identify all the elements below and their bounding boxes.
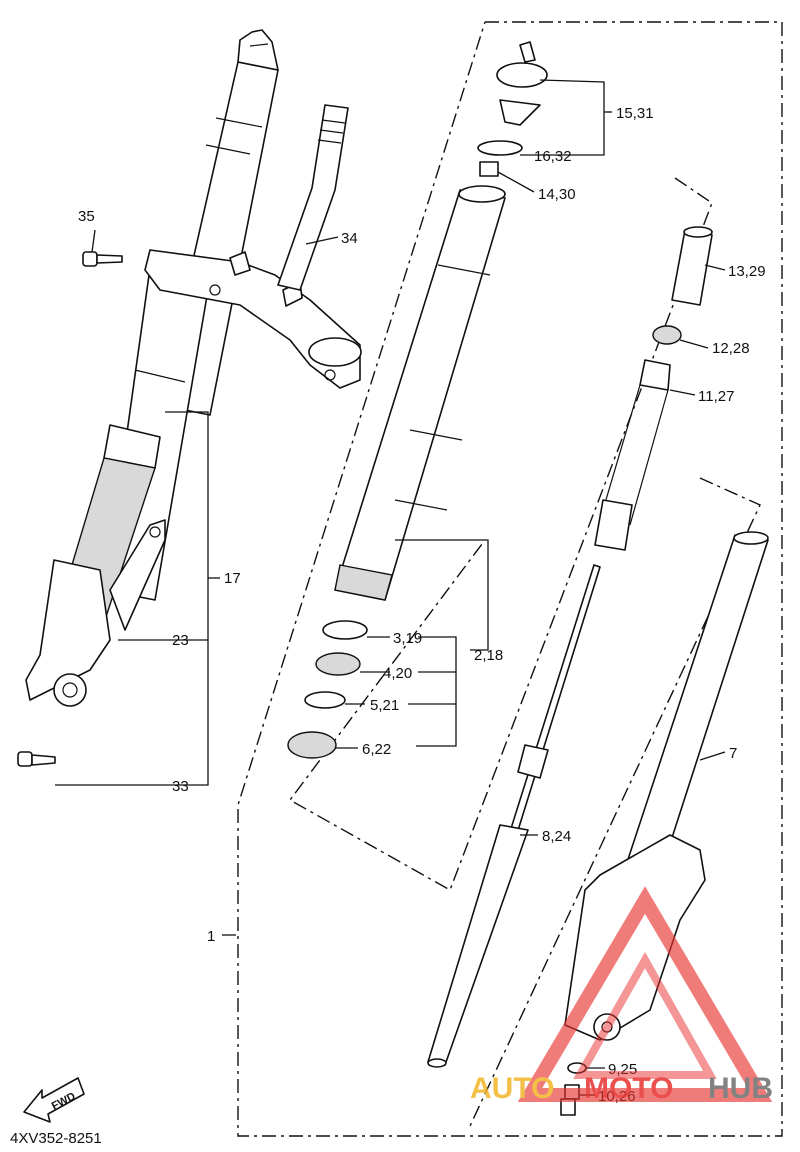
callout-4-20: 4,20 xyxy=(383,665,412,682)
assembled-fork-leg xyxy=(25,29,279,707)
outer-tube xyxy=(564,531,769,1041)
callout-16-32: 16,32 xyxy=(534,148,572,165)
callout-2-18: 2,18 xyxy=(474,647,503,664)
leader-lines xyxy=(55,79,726,1096)
callout-3-19: 3,19 xyxy=(393,630,422,647)
assembly-boundary xyxy=(237,21,783,1137)
damper-rod xyxy=(427,564,601,1068)
watermark-moto: MOTO xyxy=(584,1072,673,1105)
spacer-collar xyxy=(671,226,713,306)
diagram-code: 4XV352-8251 xyxy=(10,1130,102,1147)
callout-5-21: 5,21 xyxy=(370,697,399,714)
o-ring xyxy=(477,140,523,156)
callout-6-22: 6,22 xyxy=(362,741,391,758)
callout-34: 34 xyxy=(341,230,358,247)
locknut xyxy=(479,161,499,177)
callout-1: 1 xyxy=(207,928,215,945)
bolt-33 xyxy=(17,751,56,767)
callout-14-30: 14,30 xyxy=(538,186,576,203)
watermark-auto: AUTO xyxy=(470,1072,554,1105)
inner-tube xyxy=(334,185,506,601)
seal-stack xyxy=(287,620,368,759)
fork-spring xyxy=(594,359,671,551)
callout-13-29: 13,29 xyxy=(728,263,766,280)
spring-seat xyxy=(652,325,682,345)
callout-11-27: 11,27 xyxy=(698,388,734,405)
callout-23: 23 xyxy=(172,632,189,649)
callout-15-31: 15,31 xyxy=(616,105,654,122)
fwd-arrow-icon: FWD xyxy=(23,1077,85,1123)
cap-bolt xyxy=(496,41,548,126)
callout-33: 33 xyxy=(172,778,189,795)
callout-17: 17 xyxy=(224,570,241,587)
steering-stem xyxy=(277,104,349,291)
watermark-hub: HUB xyxy=(708,1072,773,1105)
bolt-35 xyxy=(82,251,123,267)
callout-35: 35 xyxy=(78,208,95,225)
callout-8-24: 8,24 xyxy=(542,828,571,845)
automotohub-watermark: AUTO MOTO HUB xyxy=(470,886,773,1105)
callout-7: 7 xyxy=(729,745,737,762)
fork-bracket xyxy=(144,249,362,389)
callout-12-28: 12,28 xyxy=(712,340,750,357)
